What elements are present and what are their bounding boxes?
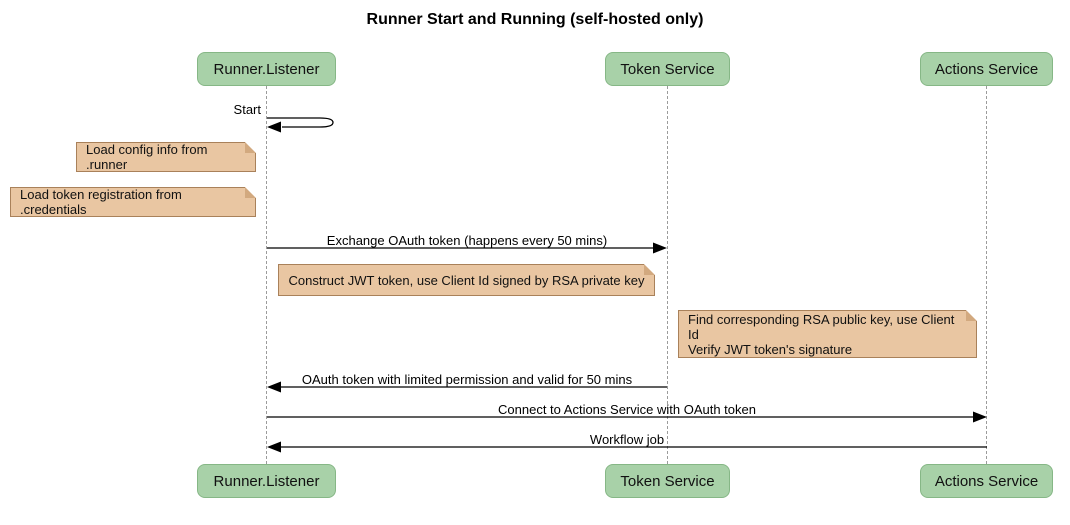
participant-token-service-top: Token Service [605, 52, 730, 86]
message-label-oauth-token-return: OAuth token with limited permission and … [301, 372, 633, 387]
lifeline-token-service [667, 86, 668, 464]
message-label-start: Start [233, 102, 261, 117]
participant-label: Runner.Listener [213, 472, 320, 490]
note-text: Load token registration from .credential… [20, 187, 182, 217]
participant-label: Actions Service [934, 472, 1039, 490]
note-load-token-registration: Load token registration from .credential… [10, 187, 256, 217]
message-label-connect-actions-service: Connect to Actions Service with OAuth to… [498, 402, 756, 417]
participant-runner-listener-top: Runner.Listener [197, 52, 336, 86]
diagram-title: Runner Start and Running (self-hosted on… [366, 11, 704, 28]
message-label-exchange-oauth-token: Exchange OAuth token (happens every 50 m… [326, 233, 608, 248]
participant-actions-service-top: Actions Service [920, 52, 1053, 86]
participant-label: Token Service [620, 472, 715, 490]
participant-runner-listener-bottom: Runner.Listener [197, 464, 336, 498]
note-text: Load config info from .runner [86, 142, 208, 172]
participant-label: Actions Service [934, 60, 1039, 78]
message-label-workflow-job: Workflow job [589, 432, 665, 447]
lifeline-actions-service [986, 86, 987, 464]
participant-label: Token Service [620, 60, 715, 78]
note-verify-jwt-token: Find corresponding RSA public key, use C… [678, 310, 977, 358]
participant-label: Runner.Listener [213, 60, 320, 78]
participant-token-service-bottom: Token Service [605, 464, 730, 498]
note-text: Find corresponding RSA public key, use C… [688, 311, 955, 357]
participant-actions-service-bottom: Actions Service [920, 464, 1053, 498]
arrow-start-self [267, 117, 334, 133]
note-load-config-info: Load config info from .runner [76, 142, 256, 172]
note-text: Construct JWT token, use Client Id signe… [288, 272, 645, 288]
note-construct-jwt-token: Construct JWT token, use Client Id signe… [278, 264, 655, 296]
lifeline-runner-listener [266, 86, 267, 464]
